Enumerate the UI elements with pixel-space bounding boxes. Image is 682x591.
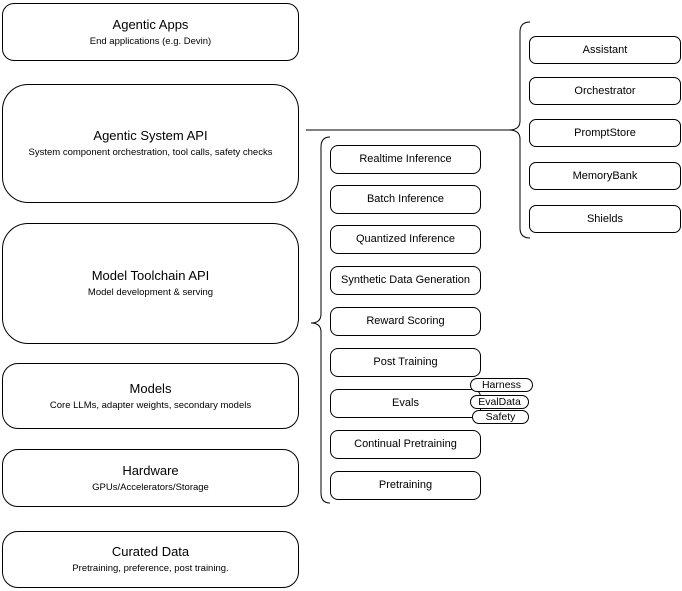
toolchain-item-batch-inference: Batch Inference [330,185,481,214]
box-hardware: Hardware GPUs/Accelerators/Storage [2,449,299,507]
box-title: Curated Data [111,544,190,559]
toolchain-item-post-training: Post Training [330,348,481,377]
system-item-orchestrator: Orchestrator [529,77,681,105]
box-subtitle: Pretraining, preference, post training. [72,563,229,574]
system-item-memorybank: MemoryBank [529,162,681,190]
toolchain-item-quantized-inference: Quantized Inference [330,225,481,254]
box-agentic-apps: Agentic Apps End applications (e.g. Devi… [2,3,299,61]
box-curated-data: Curated Data Pretraining, preference, po… [2,531,299,588]
box-subtitle: GPUs/Accelerators/Storage [92,481,209,493]
system-item-assistant: Assistant [529,36,681,64]
box-title: Model Toolchain API [91,268,210,283]
toolchain-item-realtime-inference: Realtime Inference [330,145,481,174]
box-agentic-system-api: Agentic System API System component orch… [2,84,299,203]
box-title: Hardware [122,462,179,478]
box-subtitle: Core LLMs, adapter weights, secondary mo… [49,399,252,411]
box-subtitle: End applications (e.g. Devin) [89,35,212,47]
box-title: Agentic System API [93,128,208,143]
toolchain-item-synthetic-data-generation: Synthetic Data Generation [330,266,481,295]
box-title: Agentic Apps [112,16,189,32]
box-subtitle: System component orchestration, tool cal… [28,147,273,158]
box-model-toolchain-api: Model Toolchain API Model development & … [2,223,299,344]
pill-safety: Safety [472,410,529,424]
system-item-shields: Shields [529,205,681,233]
toolchain-brace [310,136,331,504]
box-models: Models Core LLMs, adapter weights, secon… [2,363,299,429]
box-subtitle: Model development & serving [87,287,214,298]
toolchain-item-pretraining: Pretraining [330,471,481,500]
pill-harness: Harness [470,378,533,392]
toolchain-item-continual-pretraining: Continual Pretraining [330,430,481,459]
box-title: Models [129,380,172,396]
system-components-brace [508,21,531,239]
toolchain-item-reward-scoring: Reward Scoring [330,307,481,336]
pill-evaldata: EvalData [470,395,529,409]
toolchain-item-evals: Evals [330,389,481,418]
system-item-promptstore: PromptStore [529,119,681,147]
